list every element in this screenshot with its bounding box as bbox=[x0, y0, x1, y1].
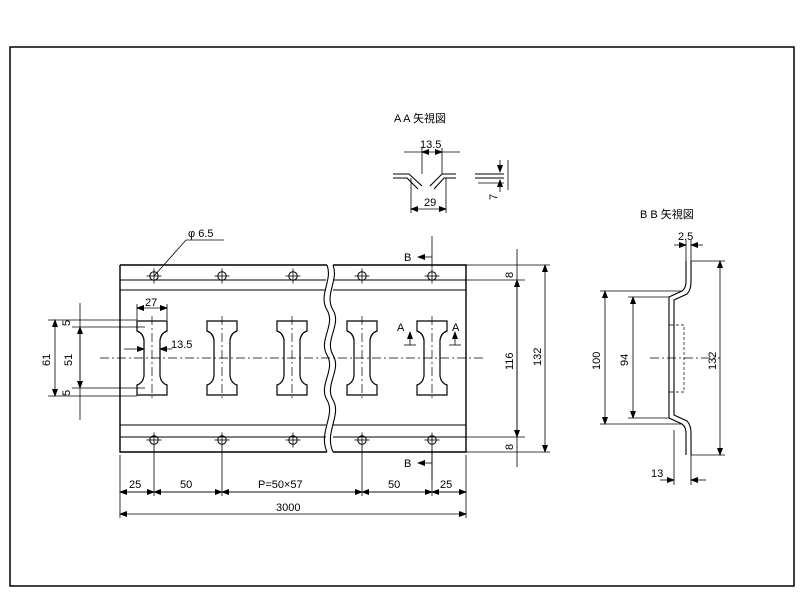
aa-height-dim: 7 bbox=[488, 194, 500, 200]
right-inner-dim: 116 bbox=[504, 352, 516, 370]
bb-bottom-dim: 13 bbox=[651, 468, 663, 480]
left-bottom-dim: 5 bbox=[61, 390, 73, 396]
front-view: φ 6.5 27 13.5 5 51 5 61 8 8 116 132 bbox=[41, 228, 550, 518]
overall-length: 3000 bbox=[276, 502, 300, 514]
right-top-dim: 8 bbox=[504, 272, 516, 278]
aa-view: A A 矢視図 13.5 29 7 bbox=[393, 111, 509, 213]
drawing-border bbox=[9, 46, 795, 587]
bb-view-title: B B 矢視図 bbox=[640, 207, 694, 221]
section-b-top: B bbox=[404, 252, 411, 264]
section-b-bottom: B bbox=[404, 458, 411, 470]
bb-h132: 132 bbox=[707, 352, 719, 370]
bb-top-dim: 2.5 bbox=[678, 231, 693, 243]
section-a-left: A bbox=[397, 322, 405, 334]
hole-diameter-label: φ 6.5 bbox=[188, 228, 213, 240]
aa-view-title: A A 矢視図 bbox=[394, 111, 446, 125]
right-bottom-dim: 8 bbox=[504, 444, 516, 450]
bb-h94: 94 bbox=[619, 354, 631, 366]
aa-top-dim: 13.5 bbox=[420, 139, 441, 151]
slot-width-dim: 27 bbox=[145, 297, 157, 309]
bb-view: B B 矢視図 2.5 100 94 132 13 bbox=[591, 207, 725, 485]
bottom-25-right: 25 bbox=[440, 479, 452, 491]
bb-h100: 100 bbox=[591, 352, 603, 370]
left-mid-dim: 51 bbox=[63, 354, 75, 366]
bottom-50-right: 50 bbox=[388, 479, 400, 491]
left-top-dim: 5 bbox=[61, 320, 73, 326]
slot-inner-dim: 13.5 bbox=[171, 339, 192, 351]
bottom-25-left: 25 bbox=[129, 479, 141, 491]
bottom-50-left: 50 bbox=[180, 479, 192, 491]
aa-bottom-dim: 29 bbox=[424, 197, 436, 209]
left-total-dim: 61 bbox=[41, 354, 53, 366]
bottom-pitch: P=50×57 bbox=[258, 479, 303, 491]
section-a-right: A bbox=[452, 322, 460, 334]
right-total-dim: 132 bbox=[532, 348, 544, 366]
